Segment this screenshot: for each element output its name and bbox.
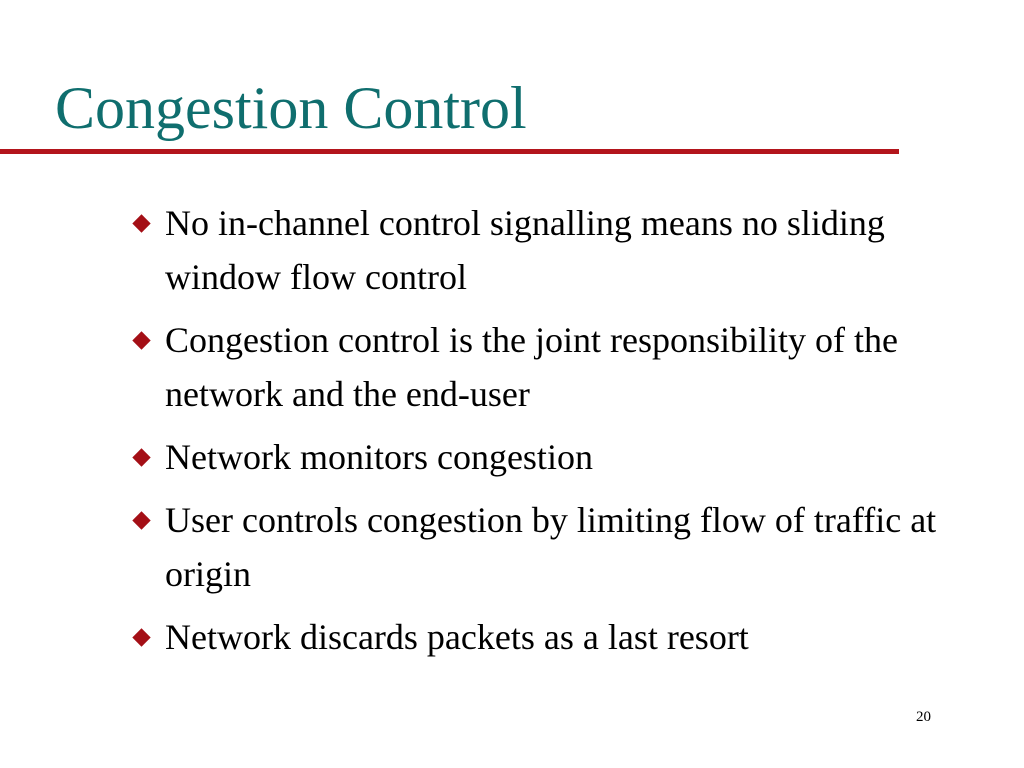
diamond-bullet-icon bbox=[132, 448, 151, 467]
bullet-text: No in-channel control signalling means n… bbox=[165, 203, 894, 297]
bullet-text: User controls congestion by limiting flo… bbox=[165, 500, 955, 594]
page-number: 20 bbox=[916, 709, 931, 725]
bullet-item: No in-channel control signalling means n… bbox=[132, 196, 953, 304]
slide-title: Congestion Control bbox=[55, 75, 527, 141]
bullet-item: Congestion control is the joint responsi… bbox=[132, 313, 953, 421]
title-underline bbox=[0, 149, 899, 154]
bullet-item: User controls congestion by limiting flo… bbox=[132, 493, 955, 601]
diamond-bullet-icon bbox=[132, 511, 151, 530]
diamond-bullet-icon bbox=[132, 331, 151, 350]
bullet-item: Network discards packets as a last resor… bbox=[132, 610, 953, 664]
bullet-item: Network monitors congestion bbox=[132, 430, 953, 484]
diamond-bullet-icon bbox=[132, 214, 151, 233]
bullet-text: Congestion control is the joint responsi… bbox=[165, 320, 907, 414]
diamond-bullet-icon bbox=[132, 628, 151, 647]
bullet-list: No in-channel control signalling means n… bbox=[132, 196, 955, 673]
bullet-text: Network discards packets as a last resor… bbox=[165, 617, 749, 657]
bullet-text: Network monitors congestion bbox=[165, 437, 593, 477]
